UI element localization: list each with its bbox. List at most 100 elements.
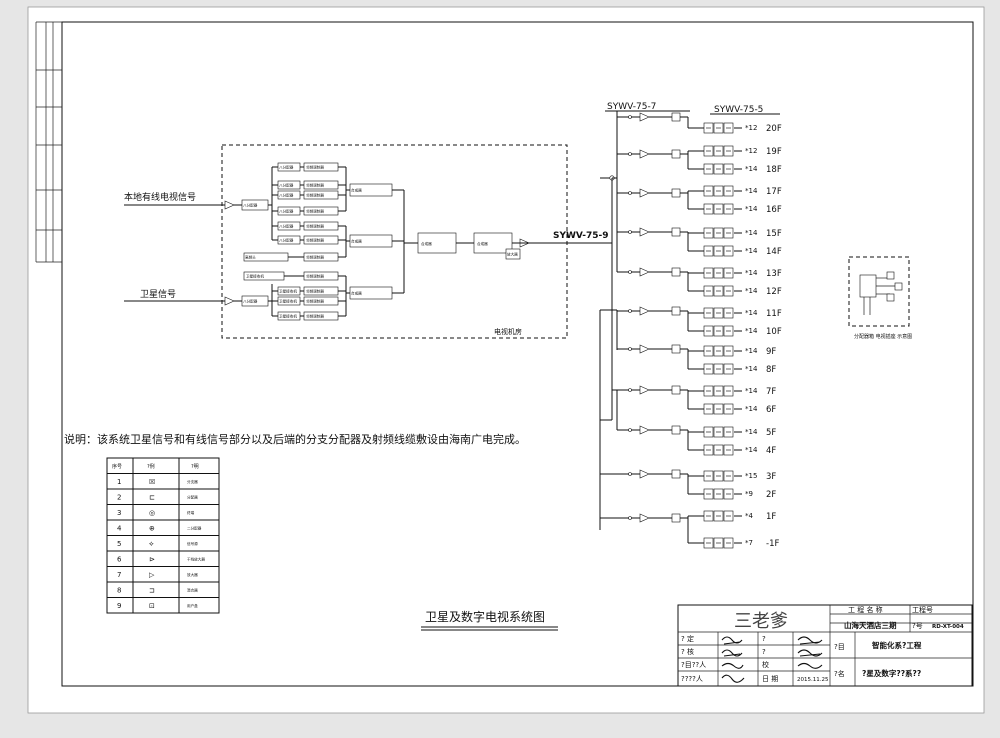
- branch-amplifier: [639, 227, 650, 237]
- legend-row-desc: 分支器: [187, 479, 198, 484]
- floor-outlet-count: *14: [745, 165, 758, 173]
- floor-label: 19F: [766, 147, 782, 157]
- role-approve: ? 定: [681, 634, 694, 643]
- floor-outlet-count: *14: [745, 247, 758, 255]
- tap-node: [628, 230, 632, 234]
- floor-label: 12F: [766, 287, 782, 297]
- satellite-modulator-top-label: 邻频调制器: [306, 274, 324, 279]
- floor-label: 4F: [766, 446, 776, 456]
- floor-label: 18F: [766, 165, 782, 175]
- left-margin-strips: [35, 21, 62, 263]
- floor-outlet-count: *14: [745, 205, 758, 213]
- branch-splitter: [671, 425, 681, 435]
- legend-row-desc: 终端: [187, 510, 195, 515]
- trunk-cable-label: SYWV-75-7: [607, 102, 656, 112]
- branch-amplifier: [639, 149, 650, 159]
- legend-row-desc: 放大器: [187, 572, 198, 577]
- floor-label: 8F: [766, 365, 776, 375]
- cable-modulator-label: 邻频调制器: [306, 224, 324, 229]
- col-q2: ?: [762, 648, 766, 656]
- floor-label: 13F: [766, 269, 782, 279]
- tv-room-label: 电视机房: [494, 327, 522, 336]
- tap-node: [628, 428, 632, 432]
- tap-node: [628, 347, 632, 351]
- floor-outlet-count: *15: [745, 472, 757, 480]
- satellite-splitter-label: 八分配器: [243, 299, 258, 304]
- outlet-detail-caption: 分配器箱 电视插座 示意图: [854, 333, 912, 340]
- tap-node: [628, 152, 632, 156]
- main-cable-label: SYWV-75-9: [553, 231, 609, 241]
- output-box-label: 放大器: [507, 252, 518, 257]
- tap-node: [628, 516, 632, 520]
- branch-splitter: [671, 469, 681, 479]
- designer-logo: 三老爹: [734, 611, 788, 632]
- floor-outlet-count: *14: [745, 187, 758, 195]
- signatures: [721, 636, 823, 683]
- cable-modulator-label: 邻频调制器: [306, 165, 324, 170]
- cable-splitter-label: 八分配器: [243, 203, 258, 208]
- floor-outlet-count: *4: [745, 512, 754, 520]
- legend-row-no: 4: [117, 525, 122, 533]
- floor-label: 15F: [766, 229, 782, 239]
- col-q1: ?: [762, 635, 766, 643]
- floor-outlet-count: *14: [745, 269, 758, 277]
- floor-outlet-count: *14: [745, 428, 758, 436]
- combiner-3-label: 合成器: [351, 291, 362, 296]
- tuner-label: 高频头: [245, 255, 256, 260]
- branch-splitter: [671, 344, 681, 354]
- tap-node: [628, 115, 632, 119]
- date-label: 日 期: [762, 675, 778, 683]
- legend-row-no: 3: [117, 509, 121, 517]
- cable-modulator-label: 邻频调制器: [306, 238, 324, 243]
- legend-row-no: 9: [117, 602, 121, 610]
- floor-label: -1F: [766, 539, 779, 549]
- branch-splitter: [671, 188, 681, 198]
- floor-label: 20F: [766, 124, 782, 134]
- satellite-modulator-label: 邻频调制器: [306, 289, 324, 294]
- cable-receiver-label: 八分配器: [279, 224, 294, 229]
- branch-amplifier: [639, 385, 650, 395]
- legend-row-desc: 二分配器: [187, 526, 202, 531]
- branch-amplifier: [639, 425, 650, 435]
- output-box: [505, 248, 521, 260]
- cable-receiver-label: 八分配器: [279, 165, 294, 170]
- floor-outlet-count: *14: [745, 287, 758, 295]
- branch-splitter: [671, 227, 681, 237]
- item-value: 智能化系?工程: [872, 640, 922, 650]
- satellite-modulator-label: 邻频调制器: [306, 314, 324, 319]
- floor-outlet-count: *14: [745, 387, 758, 395]
- floor-outlet-count: *14: [745, 446, 758, 454]
- branch-cable-label: SYWV-75-5: [714, 105, 763, 115]
- branch-amplifier: [639, 344, 650, 354]
- branch-amplifier: [639, 513, 650, 523]
- floor-outlet-count: *14: [745, 365, 758, 373]
- legend-row-glyph: ⊳: [149, 556, 155, 564]
- drawing-title: 卫星及数字电视系统图: [425, 609, 545, 624]
- outlet-detail: 分配器箱 电视插座 示意图: [848, 256, 912, 340]
- floor-label: 14F: [766, 247, 782, 257]
- floor-label: 6F: [766, 405, 776, 415]
- project-no-label: 工程号: [912, 605, 933, 614]
- combiner-2-label: 合成器: [351, 239, 362, 244]
- floor-label: 10F: [766, 327, 782, 337]
- branch-splitter: [671, 513, 681, 523]
- floor-outlet-count: *14: [745, 327, 758, 335]
- drawing-no: RD-XT-004: [932, 624, 964, 630]
- legend-row-desc: 用户盒: [187, 603, 198, 608]
- tap-node: [628, 388, 632, 392]
- legend-row-glyph: ⊕: [149, 525, 155, 533]
- legend-row-glyph: ⊐: [149, 587, 155, 595]
- paper: [27, 6, 985, 714]
- legend-row-no: 7: [117, 571, 121, 579]
- legend-row-no: 8: [117, 587, 121, 595]
- project-name-label: 工 程 名 称: [848, 605, 883, 614]
- legend-row-glyph: ▷: [149, 571, 155, 579]
- legend-row-desc: 干线放大器: [187, 557, 205, 562]
- floor-label: 17F: [766, 187, 782, 197]
- satellite-receiver-label: 卫星接收机: [279, 314, 297, 319]
- floor-label: 11F: [766, 309, 782, 319]
- legend-table: 序号?例?明1☒分支器2⊏分配器3◎终端4⊕二分配器5⟡信号源6⊳干线放大器7▷…: [106, 457, 220, 614]
- floor-label: 1F: [766, 512, 776, 522]
- drawing-border: [61, 21, 974, 687]
